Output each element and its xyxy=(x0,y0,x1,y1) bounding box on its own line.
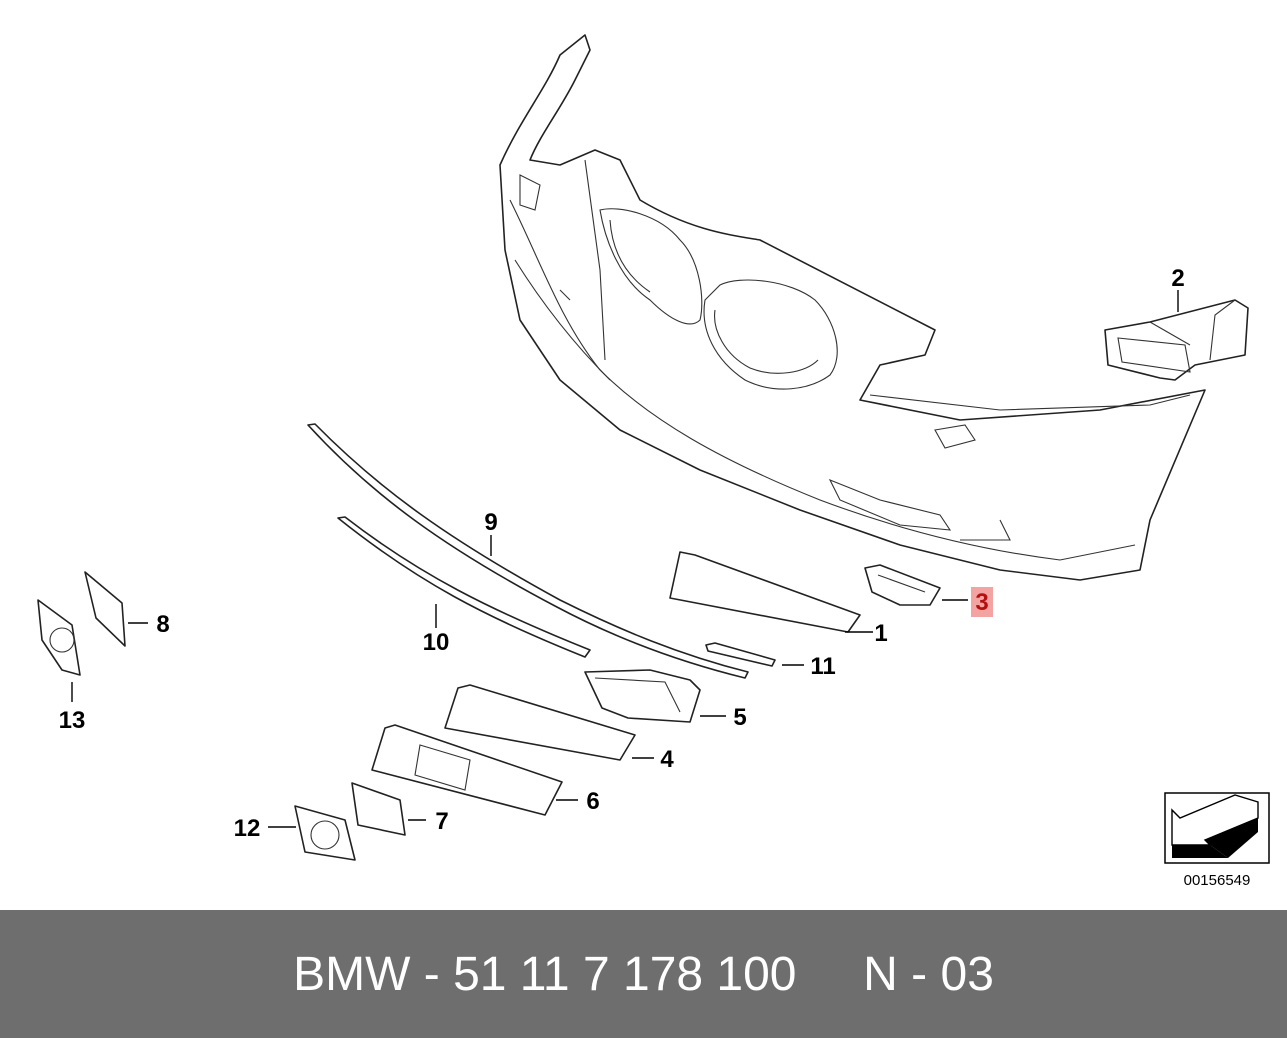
grille-small-part xyxy=(351,782,406,836)
foglamp-cover-part xyxy=(294,805,356,861)
leader-lines xyxy=(71,290,1179,828)
trim-bracket-part xyxy=(864,564,941,606)
part-number-footer: BMW - 51 11 7 178 100 N - 03 xyxy=(0,910,1287,1038)
air-duct-part xyxy=(1104,299,1249,381)
trim-strips xyxy=(307,423,749,679)
callout-11: 11 xyxy=(810,653,835,680)
callout-6: 6 xyxy=(586,788,599,815)
callout-10: 10 xyxy=(423,629,450,656)
callout-7: 7 xyxy=(435,808,448,835)
callout-1: 1 xyxy=(874,620,887,647)
direction-arrow-icon xyxy=(1164,792,1270,864)
bumper-outline xyxy=(499,34,1206,581)
callout-13: 13 xyxy=(59,707,86,734)
callout-9: 9 xyxy=(484,509,497,536)
grille-lower-part xyxy=(444,684,636,761)
small-strip-part xyxy=(705,642,776,667)
side-grille-part xyxy=(84,571,126,647)
side-foglamp-cover-part xyxy=(37,599,81,676)
callout-5: 5 xyxy=(733,704,746,731)
callout-12: 12 xyxy=(234,815,261,842)
callout-3-highlight xyxy=(971,587,993,617)
diagram-id: 00156549 xyxy=(1184,872,1251,889)
grille-upper-part xyxy=(669,551,861,633)
parts-diagram: 1 2 3 4 5 6 7 8 9 10 11 12 13 00156549 xyxy=(37,34,1270,889)
callout-8: 8 xyxy=(156,611,169,638)
callout-3: 3 xyxy=(975,589,988,616)
grille-center-part xyxy=(371,724,563,816)
callout-4: 4 xyxy=(660,746,674,773)
duct-frame-part xyxy=(584,669,701,723)
callout-2: 2 xyxy=(1171,265,1184,292)
footer-text: BMW - 51 11 7 178 100 N - 03 xyxy=(293,947,994,1001)
